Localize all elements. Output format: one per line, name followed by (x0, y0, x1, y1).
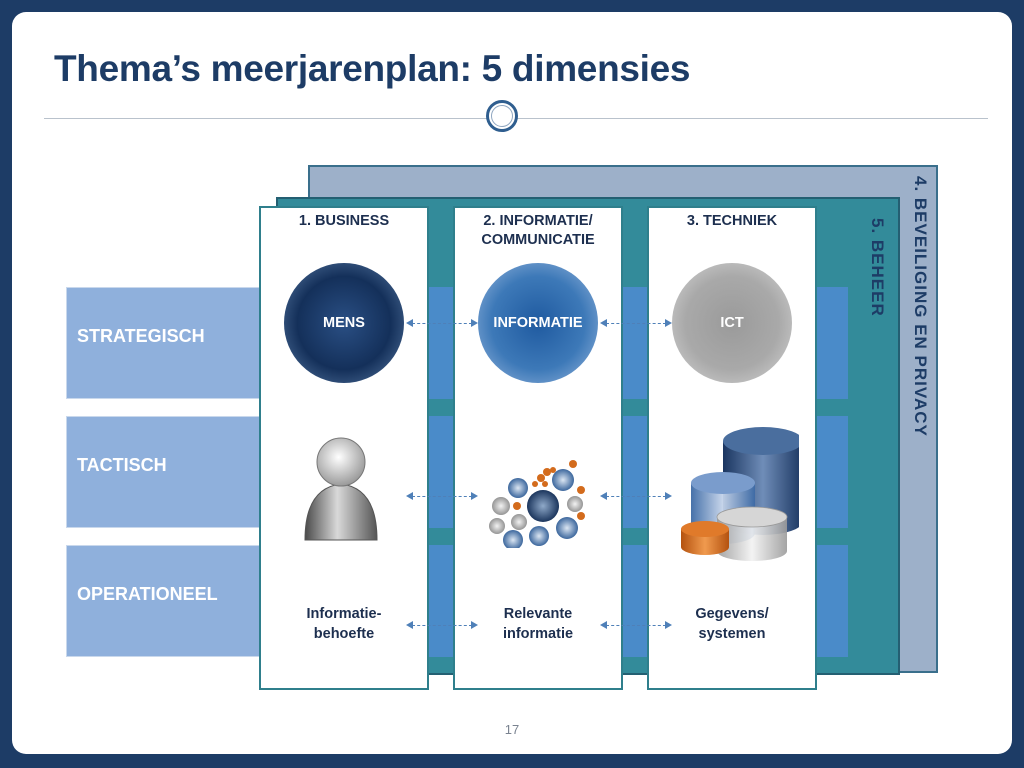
slide: Thema’s meerjarenplan: 5 dimensies 4. BE… (12, 12, 1012, 754)
row-operationeel: OPERATIONEEL (66, 545, 262, 657)
slide-title: Thema’s meerjarenplan: 5 dimensies (54, 48, 691, 89)
bottom-text-business: Informatie-behoefte (306, 606, 382, 642)
arrow-informatie-ict (600, 319, 672, 327)
column-techniek: 3. TECHNIEK ICT Gegevens/systemen (647, 206, 817, 690)
page-number: 17 (504, 722, 520, 737)
circle-label-ict: ICT (720, 315, 744, 331)
circle-mens: MENS (284, 263, 404, 383)
divider-circle-icon (486, 100, 518, 132)
column-heading-informatie: 2. INFORMATIE/COMMUNICATIE (481, 213, 595, 248)
database-icon (681, 427, 799, 561)
row-strategisch: STRATEGISCH (66, 287, 262, 399)
layer-label-beveiliging: 4. BEVEILIGING EN PRIVACY (911, 176, 930, 437)
bottom-text-techniek: Gegevens/systemen (695, 606, 769, 642)
column-informatie: 2. INFORMATIE/COMMUNICATIE INFORMATIE (453, 206, 623, 690)
row-tactisch: TACTISCH (66, 416, 262, 528)
column-heading-techniek: 3. TECHNIEK (686, 213, 778, 229)
circle-informatie: INFORMATIE (478, 263, 598, 383)
arrow-person-network (406, 492, 478, 500)
circle-label-informatie: INFORMATIE (493, 315, 583, 331)
column-business: 1. BUSINESS MENS Informatie-behoefte (259, 206, 429, 690)
information-network-icon (489, 460, 585, 548)
person-icon (304, 437, 378, 541)
arrow-informatie-systemen (600, 621, 672, 629)
arrow-behoefte-informatie (406, 621, 478, 629)
arrow-mens-informatie (406, 319, 478, 327)
row-label-operationeel: OPERATIONEEL (77, 584, 218, 604)
row-label-strategisch: STRATEGISCH (77, 326, 205, 346)
arrow-network-database (600, 492, 672, 500)
column-heading-business: 1. BUSINESS (298, 213, 390, 229)
circle-ict: ICT (672, 263, 792, 383)
row-label-tactisch: TACTISCH (77, 455, 167, 475)
layer-label-beheer: 5. BEHEER (868, 218, 887, 317)
circle-label-mens: MENS (323, 315, 365, 331)
